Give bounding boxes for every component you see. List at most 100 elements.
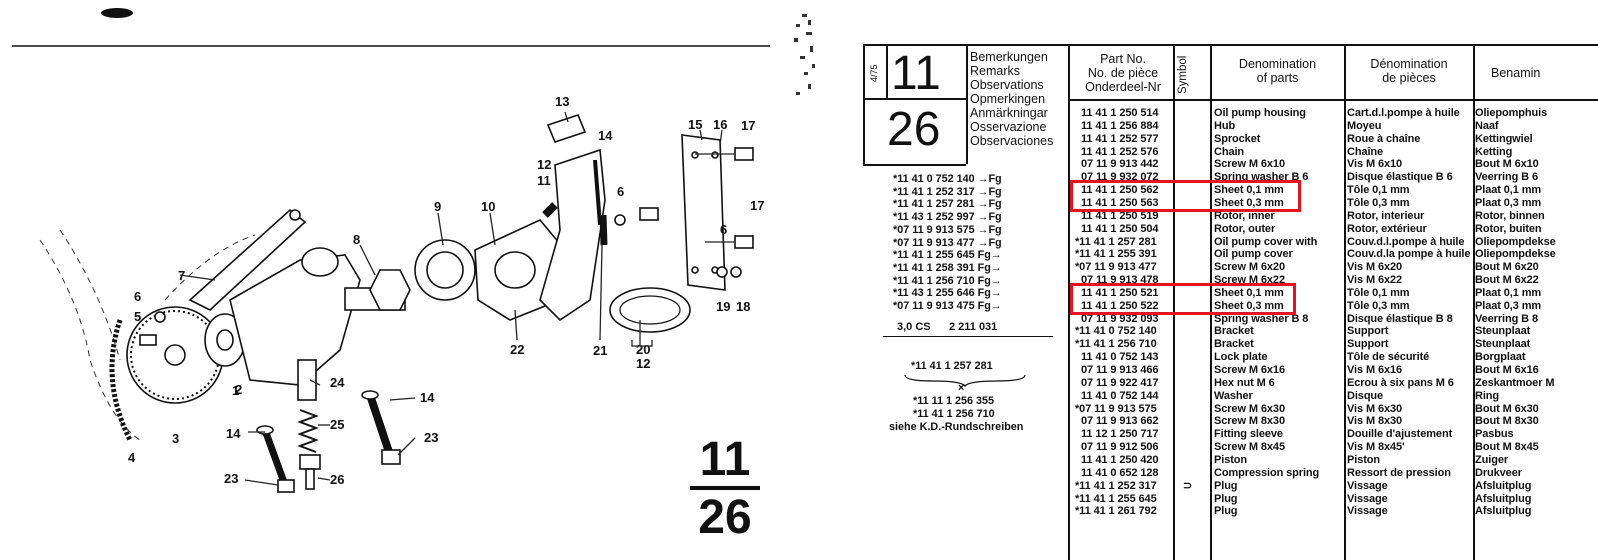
denomination-nl-cell: Bout M 8x30 bbox=[1475, 415, 1539, 428]
part-number-cell: 11 41 0 652 128 bbox=[1081, 466, 1159, 479]
denomination-en-line2: of parts bbox=[1256, 71, 1299, 85]
part-number-cell: 07 11 9 912 506 bbox=[1081, 441, 1159, 454]
frame-mid bbox=[966, 44, 968, 164]
part-number-cell: 11 41 1 250 521 bbox=[1081, 286, 1159, 299]
denomination-fr-cell: Tôle de sécurité bbox=[1347, 351, 1430, 364]
denomination-fr-cell: Tôle 0,3 mm bbox=[1347, 299, 1410, 312]
remark-entry: *07 11 9 913 575 →Fg bbox=[893, 223, 1002, 236]
denomination-fr-cell: Vis M 6x20 bbox=[1347, 261, 1403, 274]
denomination-fr-cell: Ecrou à six pans M 6 bbox=[1347, 376, 1454, 389]
callout-10: 10 bbox=[481, 199, 495, 214]
denomination-nl-cell: Zeskantmoer M bbox=[1475, 376, 1555, 389]
callout-16: 16 bbox=[713, 117, 727, 132]
denomination-nl-cell: Bout M 6x10 bbox=[1475, 158, 1539, 171]
denomination-en-header: Denomination of parts bbox=[1211, 57, 1344, 85]
denomination-en-cell: Oil pump cover bbox=[1214, 248, 1293, 261]
remarks-header: Bemerkungen Remarks Observations Opmerki… bbox=[970, 50, 1053, 148]
part-number-cell: 07 11 9 913 466 bbox=[1081, 364, 1159, 376]
denomination-fr-line2: de pièces bbox=[1382, 71, 1436, 85]
denomination-en-cell: Spring washer B 8 bbox=[1214, 312, 1309, 325]
denomination-en-cell: Bracket bbox=[1214, 325, 1254, 338]
part-number-cell: 11 41 0 752 143 bbox=[1081, 351, 1159, 364]
part-number-cell: 11 41 1 250 504 bbox=[1081, 222, 1159, 235]
highlight-box-sheet-562-563 bbox=[1070, 180, 1301, 212]
callout-14b: 14 bbox=[420, 390, 435, 405]
denomination-nl-cell: Pasbus bbox=[1475, 428, 1514, 441]
denomination-fr-cell: Disque bbox=[1347, 389, 1384, 402]
denomination-en-cell: Compression spring bbox=[1214, 466, 1320, 479]
part-number-cell: *11 41 0 752 140 bbox=[1075, 325, 1157, 338]
part-number-cell: *11 41 1 256 710 bbox=[1075, 338, 1157, 351]
symbol-cell: ⊃ bbox=[1183, 479, 1193, 492]
part-number-cell: *11 41 1 261 792 bbox=[1075, 505, 1157, 518]
part-no-header-fr: No. de pièce bbox=[1087, 66, 1159, 80]
denomination-nl-cell: Steunplaat bbox=[1475, 338, 1531, 351]
piston bbox=[297, 359, 317, 401]
denomination-en-cell: Sheet 0,3 mm bbox=[1214, 196, 1284, 209]
denomination-en-cell: Sheet 0,3 mm bbox=[1214, 299, 1284, 312]
denomination-nl-cell: Bout M 8x45 bbox=[1475, 441, 1539, 454]
denomination-nl-cell: Oliepomphuis bbox=[1475, 107, 1548, 119]
col-partno-left bbox=[1068, 44, 1070, 560]
table-row[interactable]: 11 41 0 652 128 Compression spring Ressort… bbox=[863, 467, 1598, 480]
denomination-en-cell: Lock plate bbox=[1214, 351, 1268, 364]
callout-14c: 14 bbox=[226, 426, 241, 441]
strainer bbox=[609, 287, 691, 333]
callout-17: 17 bbox=[741, 118, 755, 133]
denomination-fr-cell: Couv.d.l.pompe à huile bbox=[1347, 235, 1465, 248]
denomination-fr-cell: Tôle 0,1 mm bbox=[1347, 286, 1410, 299]
table-row[interactable]: 11 41 0 752 143 Lock plate Tôle de sécurit… bbox=[863, 351, 1598, 364]
table-row[interactable]: *11 41 1 255 391 Oil pump cover Couv.d.la … bbox=[863, 248, 1598, 261]
sheet-divider bbox=[863, 164, 966, 166]
denomination-fr-cell: Couv.d.la pompe à huile bbox=[1347, 248, 1471, 261]
denomination-en-cell: Piston bbox=[1214, 453, 1248, 466]
part-number-cell: 11 41 1 250 522 bbox=[1081, 299, 1159, 312]
part-number-cell: *11 41 1 255 391 bbox=[1075, 248, 1157, 261]
denomination-en-cell: Sheet 0,1 mm bbox=[1214, 286, 1284, 299]
callout-2: 2 bbox=[235, 382, 242, 397]
denomination-nl-cell: Bout M 6x30 bbox=[1475, 402, 1539, 415]
remarks-fr: Observations bbox=[970, 78, 1044, 92]
denomination-fr-cell: Ressort de pression bbox=[1347, 466, 1451, 479]
chain-outline bbox=[39, 239, 141, 441]
denomination-fr-cell: Vis M 6x22 bbox=[1347, 274, 1403, 287]
remark-entry: *07 11 9 913 477 →Fg bbox=[893, 236, 1002, 249]
denomination-nl-cell: Ketting bbox=[1475, 145, 1513, 158]
highlight-box-sheet-521-522 bbox=[1070, 283, 1296, 315]
callout-15: 15 bbox=[688, 117, 702, 132]
denomination-nl-cell: Plaat 0,1 mm bbox=[1475, 184, 1542, 197]
denomination-en-cell: Chain bbox=[1214, 145, 1245, 158]
part-number-cell: 11 41 0 752 144 bbox=[1081, 389, 1159, 402]
remarks-list: *11 41 0 752 140 →Fg*11 41 1 252 317 →Fg… bbox=[893, 173, 1002, 313]
remarks-es: Observaciones bbox=[970, 134, 1054, 148]
part-number-cell: 11 41 1 250 514 bbox=[1081, 107, 1159, 119]
symbol-header: Symbol bbox=[1177, 55, 1189, 94]
